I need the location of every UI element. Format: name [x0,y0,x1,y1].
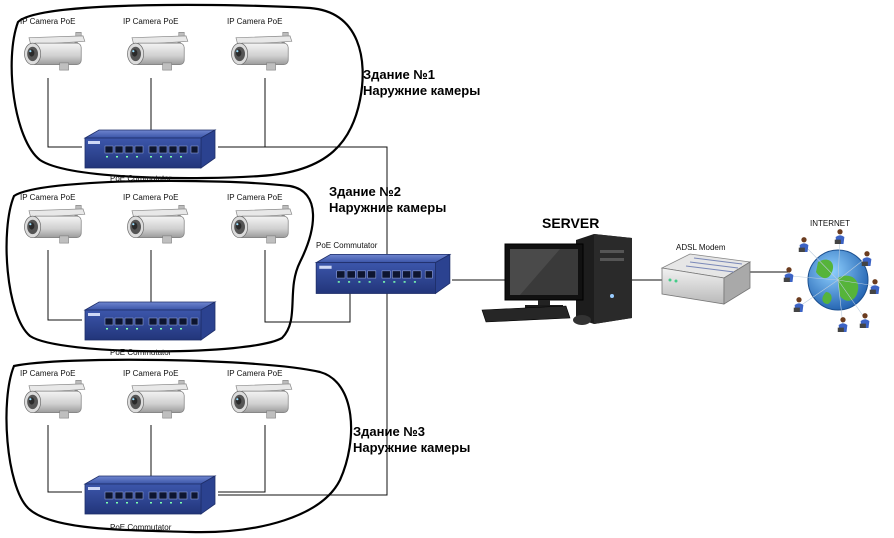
server-group: SERVER [481,215,632,325]
building-3-switch-label: PoE Commutator [110,523,172,532]
building-3-subtitle: Наружние камеры [353,440,470,455]
server-label: SERVER [542,215,599,231]
server-computer-icon[interactable] [481,234,632,325]
building-1-switch-label: PoE Commutator [110,174,172,183]
building-1-outline [10,3,364,180]
building-1-group: IP Camera PoE IP Camera PoE IP Camera Po… [10,3,480,183]
ip-camera-icon[interactable] [230,378,294,420]
building-3-group: IP Camera PoE IP Camera PoE IP Camera Po… [5,358,470,534]
building-1-title: Здание №1 [363,67,435,82]
ip-camera-icon[interactable] [230,203,294,245]
ip-camera-icon[interactable] [23,30,87,72]
ip-camera-icon[interactable] [230,30,294,72]
poe-switch-icon[interactable] [315,253,451,295]
poe-switch-icon[interactable] [84,301,216,341]
building-3-camera-3-label: IP Camera PoE [227,369,282,378]
internet-label: INTERNET [810,219,850,228]
building-2-group: IP Camera PoE IP Camera PoE IP Camera Po… [5,179,446,357]
internet-group: INTERNET [783,219,880,332]
ip-camera-icon[interactable] [126,378,190,420]
building-1-camera-3-label: IP Camera PoE [227,17,282,26]
building-1-subtitle: Наружние камеры [363,83,480,98]
network-cables [47,78,790,496]
ip-camera-icon[interactable] [126,203,190,245]
building-2-outline [5,179,315,353]
ip-camera-icon[interactable] [126,30,190,72]
building-2-switch-label: PoE Commutator [110,348,172,357]
building-1-camera-2-label: IP Camera PoE [123,17,178,26]
globe-network-icon[interactable] [783,229,880,332]
central-switch-label: PoE Commutator [316,241,378,250]
building-2-title: Здание №2 [329,184,401,199]
building-2-camera-1-label: IP Camera PoE [20,193,75,202]
poe-switch-icon[interactable] [84,475,216,515]
building-3-camera-1-label: IP Camera PoE [20,369,75,378]
building-3-camera-2-label: IP Camera PoE [123,369,178,378]
building-2-camera-2-label: IP Camera PoE [123,193,178,202]
modem-label: ADSL Modem [676,243,726,252]
poe-switch-icon[interactable] [84,129,216,169]
adsl-modem-icon[interactable] [660,253,752,305]
central-switch-group: PoE Commutator [315,241,451,295]
building-3-outline [5,358,353,534]
ip-camera-icon[interactable] [23,378,87,420]
building-2-subtitle: Наружние камеры [329,200,446,215]
building-1-camera-1-label: IP Camera PoE [20,17,75,26]
building-2-camera-3-label: IP Camera PoE [227,193,282,202]
modem-group: ADSL Modem [660,243,752,305]
ip-camera-icon[interactable] [23,203,87,245]
building-3-title: Здание №3 [353,424,425,439]
